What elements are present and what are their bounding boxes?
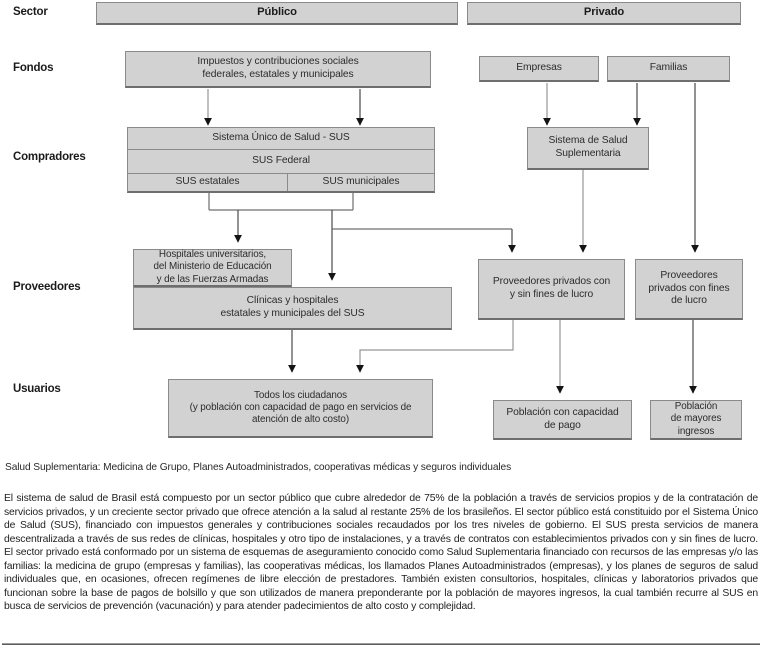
sus-compound-box: Sistema Único de Salud - SUS SUS Federal… xyxy=(127,127,435,193)
footnote-salud-suplementaria: Salud Suplementaria: Medicina de Grupo, … xyxy=(5,462,512,473)
impuestos-box: Impuestos y contribuciones sociales fede… xyxy=(125,51,431,88)
proveedores-mixtos-box: Proveedores privados con y sin fines de … xyxy=(478,259,625,320)
poblacion-pago-box: Población con capacidad de pago xyxy=(493,400,632,440)
bottom-rule xyxy=(2,643,760,645)
sus-federal: SUS Federal xyxy=(128,150,434,174)
row-label-sector: Sector xyxy=(13,6,48,18)
salud-suplementaria-box: Sistema de Salud Suplementaria xyxy=(527,127,649,170)
row-label-usuarios: Usuarios xyxy=(13,383,61,395)
todos-ciudadanos-box: Todos los ciudadanos (y población con ca… xyxy=(168,379,433,438)
connector-lines xyxy=(204,83,699,394)
sector-privado-box: Privado xyxy=(467,2,741,25)
row-label-proveedores: Proveedores xyxy=(13,281,81,293)
hospitales-box: Hospitales universitarios, del Ministeri… xyxy=(133,249,292,287)
poblacion-ingresos-box: Población de mayores ingresos xyxy=(650,400,742,440)
row-label-fondos: Fondos xyxy=(13,62,54,74)
clinicas-box: Clínicas y hospitales estatales y munici… xyxy=(133,287,452,330)
sus-municipales: SUS municipales xyxy=(322,176,400,188)
sus-estatales: SUS estatales xyxy=(128,174,288,191)
empresas-box: Empresas xyxy=(479,56,599,82)
sector-publico-box: Público xyxy=(96,2,458,25)
proveedores-lucro-box: Proveedores privados con fines de lucro xyxy=(635,259,743,320)
row-label-compradores: Compradores xyxy=(13,151,86,163)
body-paragraph: El sistema de salud de Brasil está compu… xyxy=(4,493,758,612)
familias-box: Familias xyxy=(607,56,730,82)
sus-titulo: Sistema Único de Salud - SUS xyxy=(128,128,434,150)
